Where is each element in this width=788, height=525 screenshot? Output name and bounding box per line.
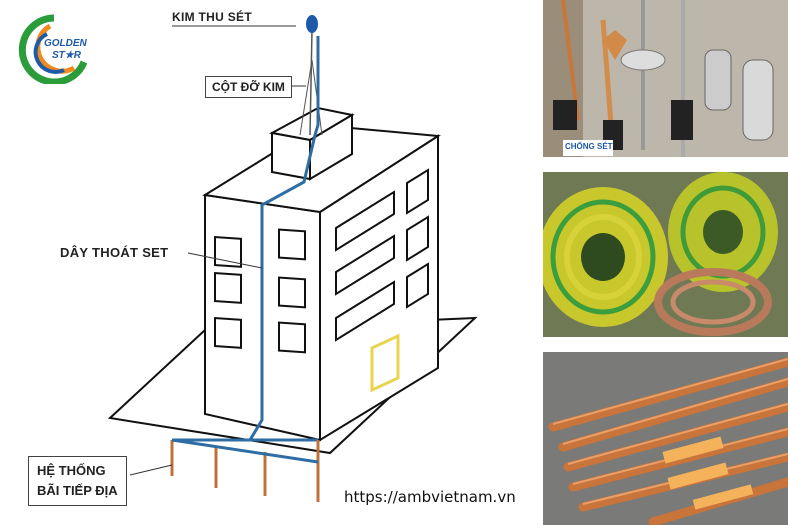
door [370, 333, 400, 393]
down-conductor [172, 36, 320, 442]
label-day-thoat-set: DÂY THOÁT SET [60, 245, 169, 260]
label-he-thong-bai-tiep-dia: HỆ THỐNG BÃI TIẾP ĐỊA [28, 456, 127, 506]
photo-lightning-rods: CHỐNG SÉT [543, 0, 788, 157]
lightning-rod-tip [306, 15, 318, 33]
building-diagram [107, 15, 478, 502]
label-he-thong-line1: HỆ THỐNG [37, 463, 106, 478]
label-kim-thu-set: KIM THU SÉT [172, 10, 252, 24]
logo-text-star: ST★R [52, 50, 81, 61]
photo-ground-cables [543, 172, 788, 337]
photo-box-label: CHỐNG SÉT [565, 142, 613, 151]
golden-star-logo [18, 14, 88, 84]
label-cot-do-kim: CỘT ĐỠ KIM [205, 76, 292, 98]
photo-copper-rods [543, 352, 788, 525]
logo-text-golden: GOLDEN [44, 38, 87, 49]
label-he-thong-line2: BÃI TIẾP ĐỊA [37, 483, 118, 498]
website-url[interactable]: https://ambvietnam.vn [344, 488, 516, 506]
